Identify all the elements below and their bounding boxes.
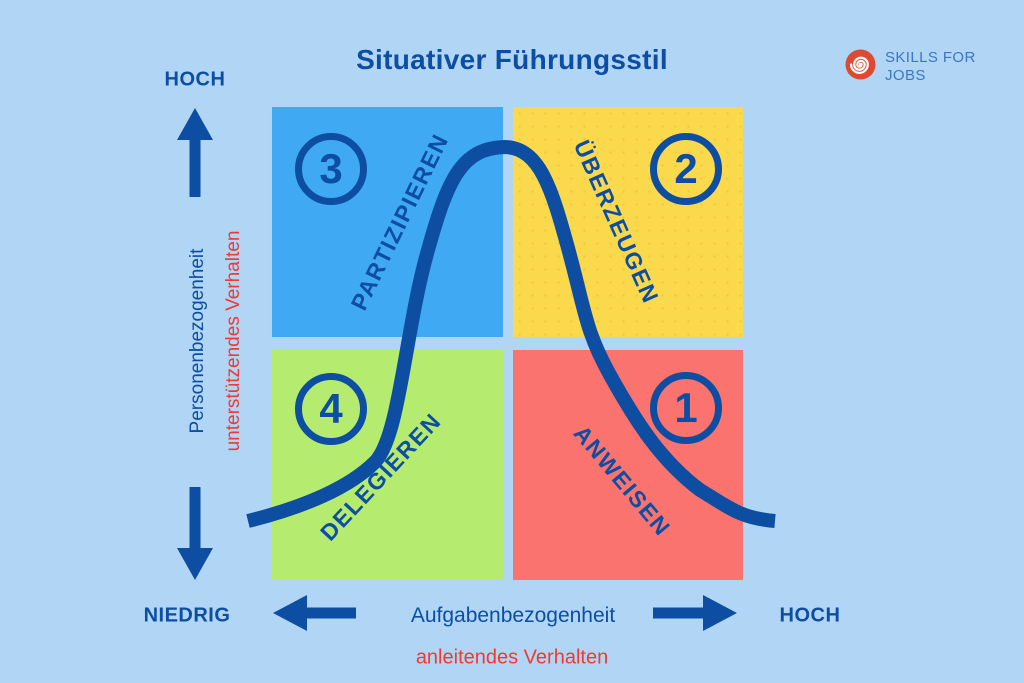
brand-name-line2: JOBS (885, 67, 926, 84)
quadrant-number-1: 1 (650, 372, 722, 444)
x-axis-behavior-label: anleitendes Verhalten (415, 646, 609, 669)
quadrant-number-2: 2 (650, 133, 722, 205)
y-axis-down-arrow (177, 487, 213, 580)
y-axis-up-arrow (177, 108, 213, 197)
x-axis-left-arrow (273, 595, 356, 631)
x-axis-hoch-label: HOCH (779, 604, 841, 627)
x-axis-name: Aufgabenbezogenheit (410, 604, 616, 627)
quadrant-number-4: 4 (295, 373, 367, 445)
y-axis-name: Personenbezogenheit (187, 248, 208, 434)
brand-name: SKILLS FOR JOBS (885, 49, 976, 85)
x-axis-right-arrow (653, 595, 737, 631)
axis-niedrig-label: NIEDRIG (143, 604, 231, 627)
y-axis-behavior-label: unterstützendes Verhalten (223, 230, 244, 452)
spiral-icon (845, 49, 876, 80)
brand-logo: SKILLS FOR JOBS (845, 49, 976, 85)
y-axis-hoch-label: HOCH (164, 68, 226, 91)
page-title: Situativer Führungsstil (356, 44, 668, 75)
brand-name-line1: SKILLS FOR (885, 49, 976, 66)
quadrant-number-3: 3 (295, 133, 367, 205)
